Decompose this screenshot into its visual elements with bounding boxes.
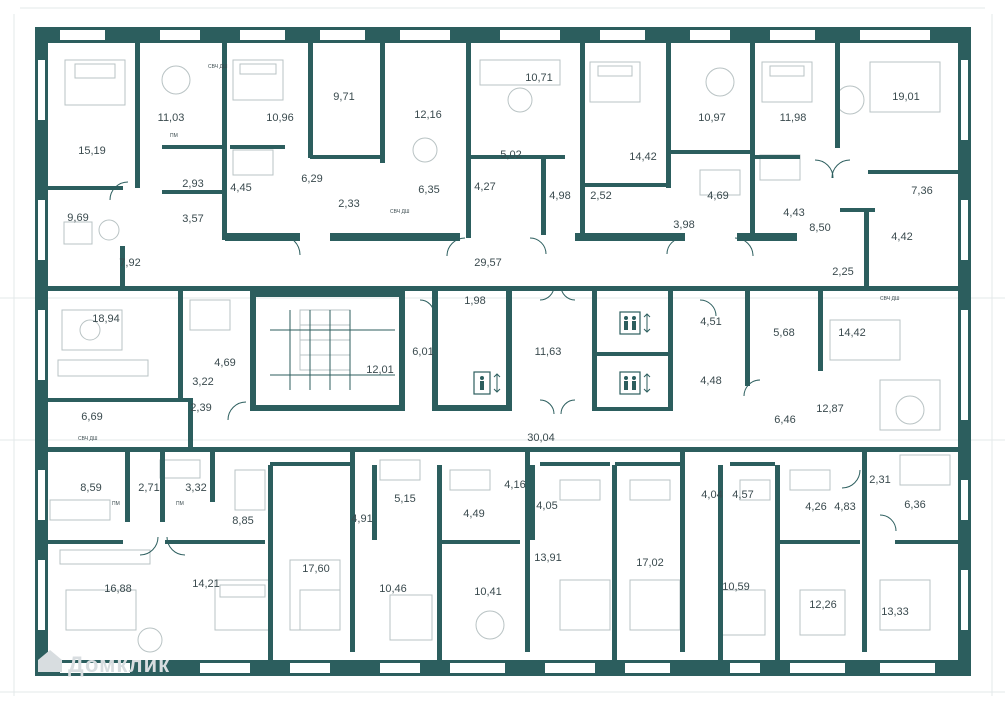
room-area-label: 6,35 xyxy=(418,184,439,196)
room-area-label: 17,02 xyxy=(636,557,664,569)
room-area-label: 7,36 xyxy=(911,185,932,197)
room-area-label: 4,42 xyxy=(891,231,912,243)
room-area-label: 7,92 xyxy=(119,257,140,269)
room-area-label: 4,45 xyxy=(230,182,251,194)
room-area-label: 12,01 xyxy=(366,364,394,376)
room-area-label: 4,04 xyxy=(701,489,722,501)
room-area-label: 14,42 xyxy=(629,151,657,163)
appliance-tag: ПМ xyxy=(170,133,178,139)
room-area-label: 6,36 xyxy=(904,499,925,511)
appliance-tag: СВЧ ДШ xyxy=(390,209,410,215)
room-area-label: 4,27 xyxy=(474,181,495,193)
room-area-label: 8,50 xyxy=(809,222,830,234)
room-area-label: 14,21 xyxy=(192,578,220,590)
room-area-label: 3,57 xyxy=(182,213,203,225)
room-area-label: 12,16 xyxy=(414,109,442,121)
room-area-label: 4,51 xyxy=(700,316,721,328)
room-area-label: 11,03 xyxy=(158,112,185,124)
appliance-tag: ПМ xyxy=(112,501,120,507)
room-area-label: 6,46 xyxy=(774,414,795,426)
room-area-label: 10,41 xyxy=(474,586,502,598)
room-area-label: 3,98 xyxy=(673,219,694,231)
room-area-label: 2,31 xyxy=(869,474,890,486)
watermark: Домклик xyxy=(38,650,170,677)
appliance-tag: ПМ xyxy=(176,501,184,507)
room-area-label: 4,48 xyxy=(700,375,721,387)
room-area-label: 2,33 xyxy=(338,198,359,210)
room-area-label: 3,32 xyxy=(185,482,206,494)
room-area-label: 6,29 xyxy=(301,173,322,185)
room-area-label: 11,98 xyxy=(780,112,807,124)
room-area-label: 5,68 xyxy=(773,327,794,339)
room-area-label: 12,87 xyxy=(816,403,844,415)
elevator-icon xyxy=(473,371,501,395)
room-area-label: 11,63 xyxy=(535,346,562,358)
room-area-label: 2,25 xyxy=(832,266,853,278)
room-area-label: 4,83 xyxy=(834,501,855,513)
appliance-tag: СВЧ ДШ xyxy=(880,296,900,302)
background-lines xyxy=(0,7,1005,696)
room-area-label: 8,59 xyxy=(80,482,101,494)
room-area-label: 4,69 xyxy=(214,357,235,369)
walls xyxy=(35,27,971,676)
room-area-label: 4,26 xyxy=(805,501,826,513)
room-area-label: 15,19 xyxy=(78,145,106,157)
room-area-label: 2,39 xyxy=(190,402,211,414)
house-logo-icon xyxy=(38,650,62,672)
room-area-label: 4,69 xyxy=(707,190,728,202)
room-area-label: 19,01 xyxy=(892,91,920,103)
room-labels: 15,19 11,03 10,96 9,71 12,16 10,71 10,97 11,98 1… xyxy=(67,72,932,618)
room-area-label: 4,05 xyxy=(536,500,557,512)
room-area-label: 4,16 xyxy=(504,479,525,491)
room-area-label: 4,57 xyxy=(732,489,753,501)
room-area-label: 12,26 xyxy=(809,599,837,611)
room-area-label: 8,85 xyxy=(232,515,253,527)
elevator-icon xyxy=(619,371,651,395)
room-area-label: 9,69 xyxy=(67,212,88,224)
room-area-label: 10,59 xyxy=(722,581,750,593)
room-area-label: 10,46 xyxy=(379,583,407,595)
windows xyxy=(38,30,968,673)
room-area-label: 30,04 xyxy=(527,432,555,444)
room-area-label: 17,60 xyxy=(302,563,330,575)
stairs-icon xyxy=(270,310,395,390)
room-area-label: 13,91 xyxy=(534,552,562,564)
room-area-label: 14,42 xyxy=(838,327,866,339)
room-area-label: 2,93 xyxy=(182,178,203,190)
appliance-tag: СВЧ ДШ xyxy=(78,436,98,442)
room-area-label: 4,98 xyxy=(549,190,570,202)
room-area-label: 5,15 xyxy=(394,493,415,505)
room-area-label: 13,33 xyxy=(881,606,909,618)
door-arcs xyxy=(109,159,897,556)
room-area-label: 29,57 xyxy=(474,257,502,269)
watermark-brand: Домклик xyxy=(68,652,170,677)
room-area-label: 16,88 xyxy=(104,583,132,595)
elevator-icon xyxy=(619,311,651,335)
room-area-label: 4,43 xyxy=(783,207,804,219)
room-area-label: 4,49 xyxy=(463,508,484,520)
room-area-label: 3,22 xyxy=(192,376,213,388)
room-area-label: 5,02 xyxy=(500,149,521,161)
room-area-label: 2,71 xyxy=(138,482,159,494)
room-area-label: 9,71 xyxy=(333,91,354,103)
room-area-label: 6,01 xyxy=(412,346,433,358)
room-area-label: 1,98 xyxy=(464,295,485,307)
room-area-label: 18,94 xyxy=(92,313,120,325)
room-area-label: 2,52 xyxy=(590,190,611,202)
appliance-tag: СВЧ ДШ xyxy=(208,64,228,70)
room-area-label: 10,96 xyxy=(266,112,294,124)
room-area-label: 10,97 xyxy=(698,112,726,124)
room-area-label: 10,71 xyxy=(525,72,553,84)
room-area-label: 4,91 xyxy=(351,513,372,525)
room-area-label: 6,69 xyxy=(81,411,102,423)
